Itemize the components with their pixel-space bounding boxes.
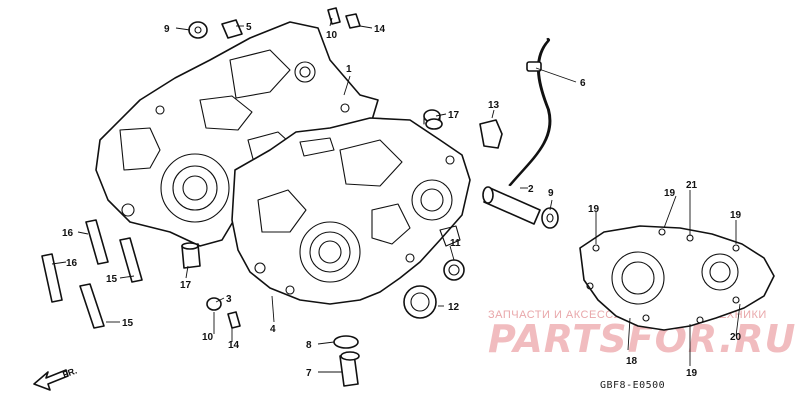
callout-19: 19	[664, 188, 676, 199]
callout-1: 1	[346, 64, 352, 75]
callout-3: 3	[226, 294, 232, 305]
breather-hose	[507, 38, 552, 186]
callout-8: 8	[306, 340, 312, 351]
callout-14: 14	[228, 340, 240, 351]
crankcase-right-half	[231, 117, 471, 305]
leader-lines	[51, 17, 741, 373]
callout-9: 9	[164, 24, 170, 35]
callout-2: 2	[528, 184, 534, 195]
callout-labels: 9 5 10 14 1 6 17 13 2 9 19 21 19 19 16 1…	[62, 22, 742, 379]
callout-13: 13	[488, 100, 500, 111]
callout-20: 20	[730, 332, 742, 343]
oil-seals	[403, 259, 465, 319]
callout-16: 16	[66, 258, 78, 269]
callout-15: 15	[122, 318, 134, 329]
watermark: ЗАПЧАСТИ И АКСЕССУАРЫ ДЛЯ МОТОТЕХНИКИ PA…	[488, 309, 795, 361]
callout-5: 5	[246, 22, 252, 33]
callout-7: 7	[306, 368, 312, 379]
callout-14: 14	[374, 24, 386, 35]
front-direction-arrow: FR.	[33, 366, 78, 391]
callout-17: 17	[448, 110, 460, 121]
callout-19: 19	[588, 204, 600, 215]
studs	[41, 219, 143, 329]
callout-9: 9	[548, 188, 554, 199]
callout-18: 18	[626, 356, 638, 367]
callout-21: 21	[686, 180, 698, 191]
callout-10: 10	[326, 30, 338, 41]
callout-19: 19	[730, 210, 742, 221]
callout-15: 15	[106, 274, 118, 285]
callout-19: 19	[686, 368, 698, 379]
side-cover-gasket	[579, 225, 775, 331]
bottom-parts	[181, 242, 360, 387]
callout-10: 10	[202, 332, 214, 343]
callout-16: 16	[62, 228, 74, 239]
dowel-and-washer	[482, 186, 559, 229]
callout-12: 12	[448, 302, 460, 313]
callout-17: 17	[180, 280, 192, 291]
callout-4: 4	[270, 324, 276, 335]
callout-11: 11	[450, 238, 461, 249]
callout-6: 6	[580, 78, 586, 89]
small-parts-upper	[423, 109, 503, 149]
direction-label: FR.	[61, 366, 78, 380]
diagram-code: GBF8-E0500	[600, 380, 665, 391]
